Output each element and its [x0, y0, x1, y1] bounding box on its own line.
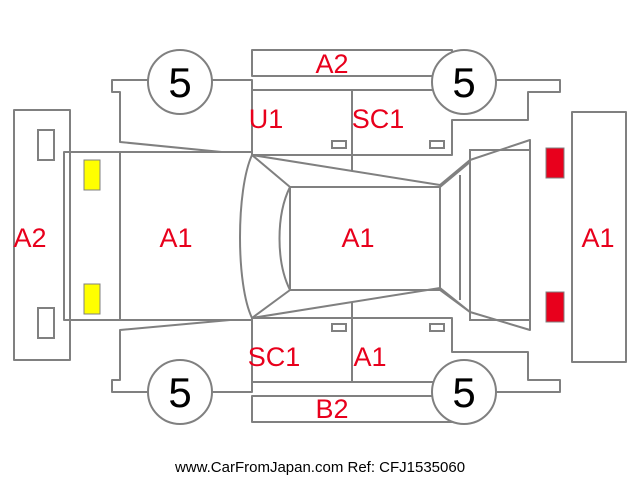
rear-lamp-bottom-icon — [545, 291, 565, 323]
front-bumper — [13, 109, 71, 361]
label-top-left-door: U1 — [249, 104, 284, 134]
front-bumper-slot-bottom — [37, 307, 55, 339]
bottom-sill-strip — [251, 395, 453, 423]
windshield — [251, 154, 292, 319]
front-lamp-bottom-icon — [83, 283, 101, 315]
label-rear-bumper: A1 — [581, 223, 614, 253]
wheel-front-right: 5 — [431, 49, 497, 115]
trunk-panel — [469, 149, 531, 321]
wheel-rear-left-rating: 5 — [168, 369, 191, 416]
label-roof: A1 — [341, 223, 374, 253]
windshield-outer — [239, 154, 253, 319]
wheel-rear-left-tire — [147, 359, 213, 425]
top-right-handle — [429, 140, 445, 149]
front-bumper-panel — [13, 109, 71, 361]
wheel-rear-left: 5 — [147, 359, 213, 425]
front-lamp-top-icon — [83, 159, 101, 191]
bottom-left-handle — [331, 323, 347, 332]
bottom-right-handle — [429, 323, 445, 332]
roof-panel — [289, 186, 441, 291]
label-top-right-door: SC1 — [352, 104, 405, 134]
car-top-view — [63, 139, 531, 331]
label-bottom-sill: B2 — [315, 394, 348, 424]
label-hood: A1 — [159, 223, 192, 253]
wheel-front-left: 5 — [147, 49, 213, 115]
front-bumper-slot-top — [37, 129, 55, 161]
rear-bumper-panel — [571, 111, 627, 363]
wheel-front-right-rating: 5 — [452, 59, 475, 106]
top-roof-strip — [251, 49, 453, 77]
footer-reference: www.CarFromJapan.com Ref: CFJ1535060 — [174, 459, 465, 476]
label-bottom-right-door: A1 — [353, 342, 386, 372]
wheel-rear-right-rating: 5 — [452, 369, 475, 416]
wheel-rear-right: 5 — [431, 359, 497, 425]
label-front-bumper: A2 — [13, 223, 46, 253]
wheel-front-right-tire — [431, 49, 497, 115]
label-roof-top: A2 — [315, 49, 348, 79]
rear-bumper — [571, 111, 627, 363]
wheel-front-left-tire — [147, 49, 213, 115]
wheel-rear-right-tire — [431, 359, 497, 425]
wheel-front-left-rating: 5 — [168, 59, 191, 106]
label-bottom-left-door: SC1 — [248, 342, 301, 372]
rear-lamp-top-icon — [545, 147, 565, 179]
top-left-handle — [331, 140, 347, 149]
